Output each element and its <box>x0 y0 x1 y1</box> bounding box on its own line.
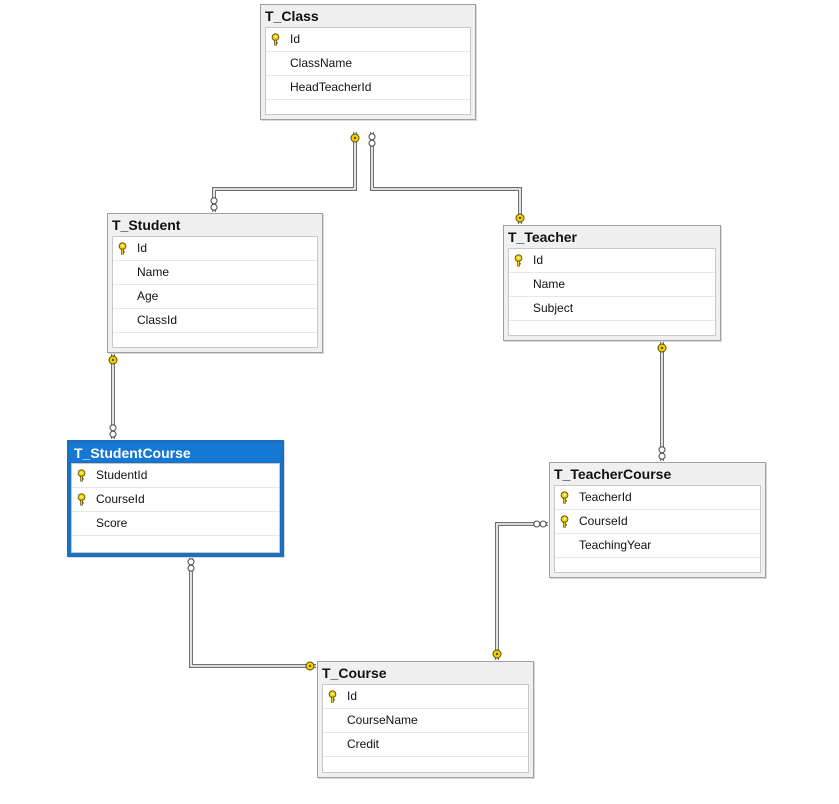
many-end-infinity-icon <box>658 446 666 460</box>
column-row[interactable]: Age <box>113 285 317 309</box>
relationship-student-studentcourse[interactable] <box>108 354 118 439</box>
one-end-key-icon <box>515 213 525 223</box>
column-row[interactable]: Id <box>509 249 715 273</box>
column-name: ClassId <box>137 313 178 327</box>
primary-key-icon <box>328 690 337 703</box>
column-row[interactable]: Subject <box>509 297 715 321</box>
column-row[interactable]: Name <box>509 273 715 297</box>
column-name: HeadTeacherId <box>290 80 372 94</box>
primary-key-icon <box>560 491 569 504</box>
column-name: CourseId <box>96 492 145 506</box>
column-row[interactable]: CourseId <box>72 488 279 512</box>
many-end-infinity-icon <box>187 558 195 572</box>
column-name: CourseName <box>347 713 418 727</box>
column-name: CourseId <box>579 514 628 528</box>
primary-key-icon <box>271 33 280 46</box>
one-end-key-icon <box>492 649 502 659</box>
one-end-key-icon <box>305 661 315 671</box>
one-end-key-icon <box>657 343 667 353</box>
column-name: TeachingYear <box>579 538 652 552</box>
one-end-key-icon <box>350 133 360 143</box>
column-name: Score <box>96 516 128 530</box>
one-end-key-icon <box>108 355 118 365</box>
column-name: Subject <box>533 301 574 315</box>
many-end-infinity-icon <box>368 133 376 147</box>
column-row[interactable]: Id <box>266 28 470 52</box>
column-row[interactable]: StudentId <box>72 464 279 488</box>
column-name: TeacherId <box>579 490 632 504</box>
column-name: Name <box>137 265 170 279</box>
column-row[interactable]: HeadTeacherId <box>266 76 470 100</box>
column-row[interactable]: ClassId <box>113 309 317 333</box>
primary-key-icon <box>560 515 569 528</box>
column-name: Id <box>137 241 148 255</box>
relationship-course-teachercourse[interactable] <box>492 520 548 660</box>
column-name: Id <box>347 689 358 703</box>
many-end-infinity-icon <box>210 197 218 211</box>
table-title[interactable]: T_TeacherCourse <box>550 463 765 484</box>
relationship-teacher-teachercourse[interactable] <box>657 342 667 461</box>
table-title[interactable]: T_Teacher <box>504 226 720 247</box>
column-row[interactable]: Id <box>323 685 528 709</box>
column-name: Age <box>137 289 159 303</box>
many-end-infinity-icon <box>109 424 117 438</box>
table-title[interactable]: T_Student <box>108 214 322 235</box>
column-row[interactable]: Id <box>113 237 317 261</box>
column-row[interactable]: TeachingYear <box>555 534 760 558</box>
column-row[interactable]: ClassName <box>266 52 470 76</box>
primary-key-icon <box>118 242 127 255</box>
primary-key-icon <box>514 254 523 267</box>
column-row[interactable]: CourseName <box>323 709 528 733</box>
column-name: Id <box>290 32 301 46</box>
table-title[interactable]: T_Class <box>261 5 475 26</box>
primary-key-icon <box>77 493 86 506</box>
column-name: Name <box>533 277 566 291</box>
relationship-class-student[interactable] <box>210 132 360 212</box>
column-name: Id <box>533 253 544 267</box>
column-row[interactable]: CourseId <box>555 510 760 534</box>
table-title[interactable]: T_StudentCourse <box>70 443 281 462</box>
column-row[interactable]: TeacherId <box>555 486 760 510</box>
column-name: StudentId <box>96 468 148 482</box>
relationship-course-studentcourse[interactable] <box>187 557 316 671</box>
relationship-class-teacher[interactable] <box>368 132 525 224</box>
column-row[interactable]: Name <box>113 261 317 285</box>
table-title[interactable]: T_Course <box>318 662 533 683</box>
column-name: Credit <box>347 737 380 751</box>
column-row[interactable]: Credit <box>323 733 528 757</box>
many-end-infinity-icon <box>533 520 547 528</box>
column-row[interactable]: Score <box>72 512 279 536</box>
primary-key-icon <box>77 469 86 482</box>
column-name: ClassName <box>290 56 353 70</box>
